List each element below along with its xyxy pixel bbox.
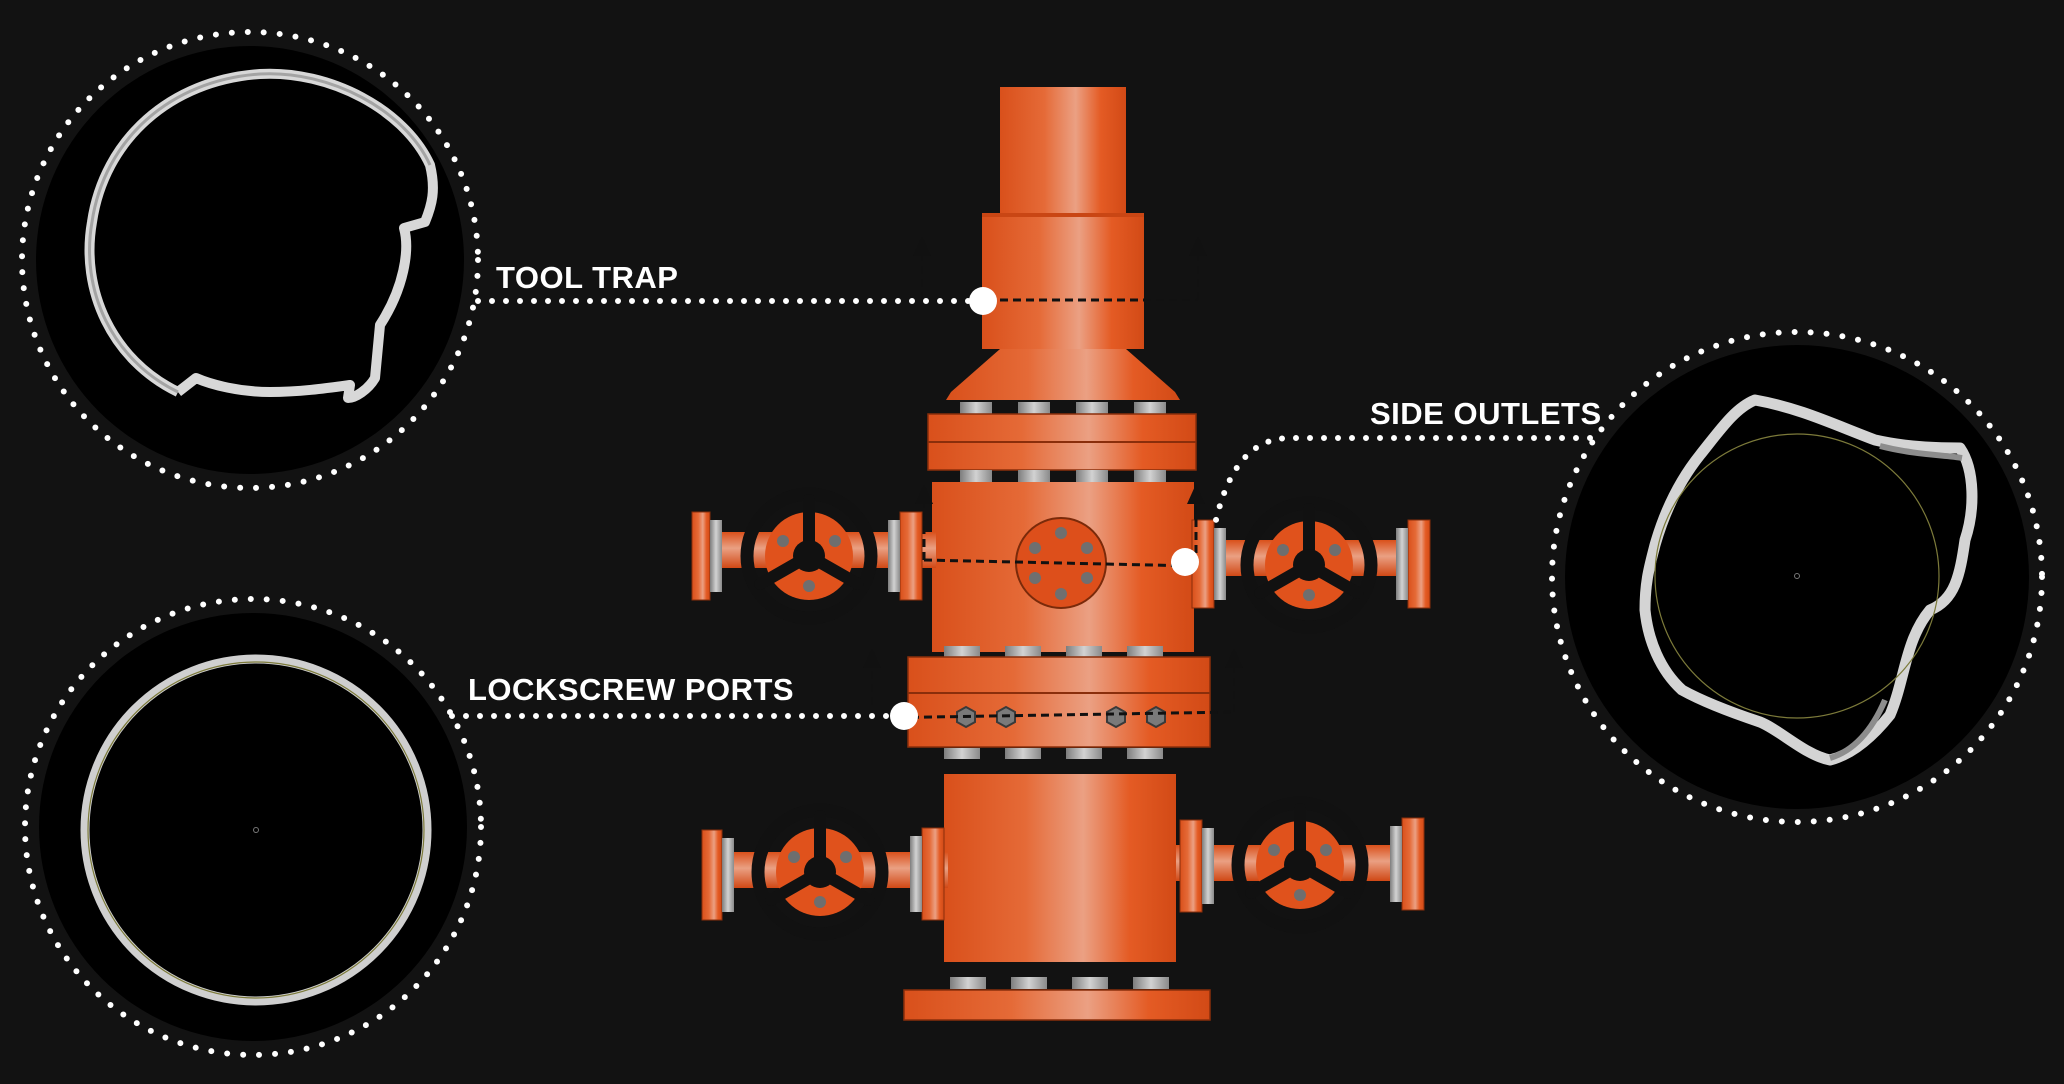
lockscrew-scan-ring	[80, 654, 432, 1006]
upper-right-handwheel-icon[interactable]	[1247, 503, 1371, 627]
lockscrew-scan	[22, 596, 484, 1058]
tool-trap-scan	[19, 29, 481, 491]
arrow-up-icon	[915, 484, 933, 504]
lower-spool-body	[944, 774, 1176, 962]
reducer-cone	[946, 349, 1180, 400]
upper-flange-bolts-top	[960, 402, 1166, 414]
arrow-up-icon	[1189, 236, 1207, 256]
upper-flange-bolts-bottom	[960, 470, 1166, 482]
lockscrew-ports-label: LOCKSCREW PORTS	[468, 672, 795, 707]
tool-trap-callout-dot-icon[interactable]	[969, 287, 997, 315]
arrow-up-icon	[913, 236, 931, 256]
lockscrew-callout-dot-icon[interactable]	[890, 702, 918, 730]
lockscrew-scan-disk	[39, 613, 467, 1041]
wellhead	[691, 87, 1431, 1021]
top-pipe	[1000, 87, 1126, 217]
leader-lines	[449, 298, 1593, 719]
arrow-up-icon	[863, 648, 881, 668]
base-flange	[903, 989, 1211, 1021]
side-outlets-dotted-ring	[1549, 329, 2045, 825]
side-outlets-leader	[1213, 435, 1593, 523]
side-outlets-scan	[1549, 329, 2045, 825]
arrow-up-icon	[1187, 484, 1205, 504]
lower-flange-bolts-bottom	[944, 748, 1163, 759]
tool-trap-label: TOOL TRAP	[496, 260, 679, 295]
tool-trap-dotted-ring	[19, 29, 481, 491]
lower-right-handwheel-icon[interactable]	[1238, 803, 1362, 927]
lower-left-handwheel-icon[interactable]	[758, 810, 882, 934]
tool-trap-housing	[982, 213, 1144, 349]
base-flange-bolts	[950, 977, 1169, 989]
upper-left-handwheel-icon[interactable]	[747, 494, 871, 618]
lower-flange-bolts-top	[944, 646, 1163, 657]
lower-right-outlet	[1176, 817, 1425, 913]
arrow-up-icon	[1225, 648, 1243, 668]
upper-right-outlet	[1191, 519, 1431, 609]
flow-arrows	[863, 236, 1243, 668]
lockscrew-flange	[907, 656, 1211, 748]
tool-trap-scan-disk	[36, 46, 464, 474]
lockscrew-dotted-ring	[22, 596, 484, 1058]
side-outlets-label: SIDE OUTLETS	[1370, 396, 1602, 431]
side-outlets-callout-dot-icon[interactable]	[1171, 548, 1199, 576]
